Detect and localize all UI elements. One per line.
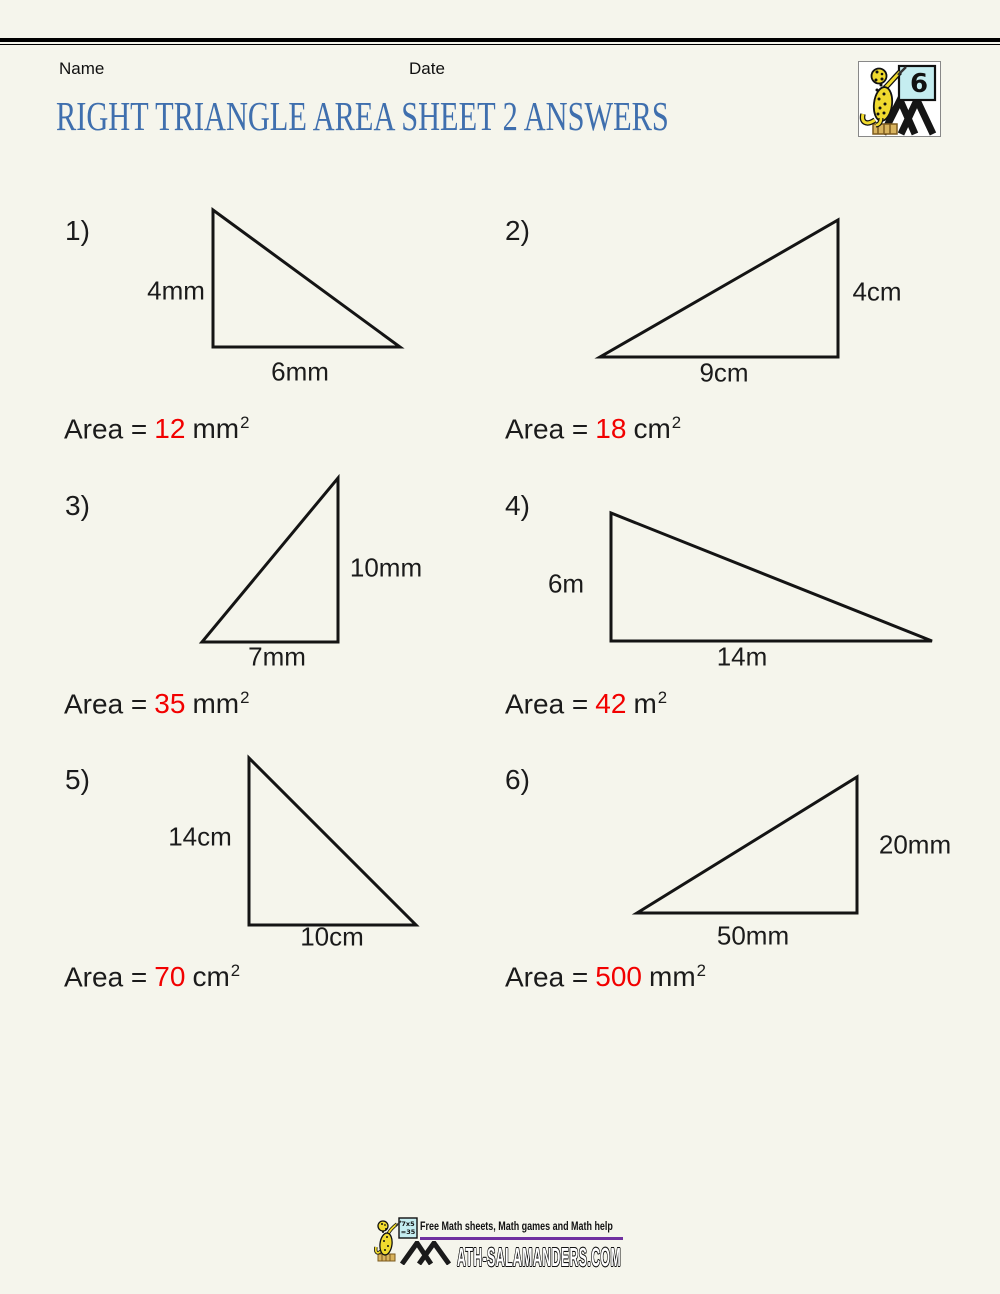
triangle-6 <box>631 774 859 915</box>
problem-4-number: 4) <box>505 490 530 521</box>
area-exponent: 2 <box>240 413 250 432</box>
area-value: 35 <box>154 688 186 720</box>
problem-3-side-label: 10mm <box>349 552 423 583</box>
triangle-4 <box>609 510 933 643</box>
footer-board-line1: 7x5 <box>401 1220 415 1228</box>
problem-1-number: 1) <box>65 215 90 246</box>
area-prefix: Area = <box>64 688 148 720</box>
problem-2-number: 2) <box>505 215 530 246</box>
area-unit: mm <box>192 413 240 445</box>
problem-4-side-label: 6m <box>547 568 585 599</box>
area-unit: cm <box>192 961 230 993</box>
problem-6-base-label: 50mm <box>716 920 790 951</box>
area-prefix: Area = <box>505 688 589 720</box>
footer-divider <box>420 1237 623 1240</box>
area-prefix: Area = <box>505 413 589 445</box>
name-label: Name <box>59 59 105 78</box>
footer-whiteboard <box>398 1217 418 1239</box>
area-unit: mm <box>649 961 696 993</box>
area-unit: mm <box>192 688 240 720</box>
whiteboard <box>897 64 937 102</box>
area-value: 500 <box>595 961 642 993</box>
area-exponent: 2 <box>657 688 668 707</box>
area-value: 18 <box>595 413 627 445</box>
triangle-3 <box>198 473 340 644</box>
footer-m-glyph-icon <box>400 1241 452 1265</box>
area-prefix: Area = <box>64 961 148 993</box>
problem-5-side-label: 14cm <box>168 821 232 852</box>
problem-5-base-label: 10cm <box>300 921 364 952</box>
problem-2-side-label: 4cm <box>852 276 902 307</box>
triangle-1 <box>211 207 405 349</box>
footer-site-name: ATH-SALAMANDERS.COM <box>457 1242 622 1272</box>
date-label: Date <box>409 59 445 78</box>
problem-2-base-label: 9cm <box>699 357 749 388</box>
salamander-badge-logo: 6 <box>858 61 941 137</box>
page-title: RIGHT TRIANGLE AREA SHEET 2 ANSWERS <box>56 93 669 139</box>
area-exponent: 2 <box>240 688 250 707</box>
area-prefix: Area = <box>505 961 589 993</box>
problem-1-base-label: 6mm <box>271 356 329 387</box>
area-value: 12 <box>154 413 186 445</box>
problem-5-number: 5) <box>65 764 90 795</box>
problem-6-side-label: 20mm <box>878 829 952 860</box>
badge-number: 6 <box>910 69 928 99</box>
salamander-icon <box>859 66 907 135</box>
area-exponent: 2 <box>671 413 682 432</box>
area-value: 70 <box>154 961 186 993</box>
problem-3-base-label: 7mm <box>248 641 306 672</box>
area-value: 42 <box>595 688 627 720</box>
problem-4-base-label: 14m <box>716 641 768 672</box>
footer-board-line2: =35 <box>401 1228 416 1236</box>
footer-salamander-icon: 7x5 =35 <box>374 1217 418 1262</box>
problem-1-side-label: 4mm <box>147 275 205 306</box>
triangle-2 <box>594 217 840 359</box>
problem-3-number: 3) <box>65 490 90 521</box>
area-unit: m <box>633 688 657 720</box>
area-unit: cm <box>633 413 671 445</box>
top-rule-thick <box>0 38 1000 42</box>
area-exponent: 2 <box>230 961 241 980</box>
problem-6-number: 6) <box>505 764 530 795</box>
triangle-5 <box>247 754 420 927</box>
top-rule-thin <box>0 44 1000 45</box>
footer-tagline: Free Math sheets, Math games and Math he… <box>420 1221 613 1233</box>
area-prefix: Area = <box>64 413 148 445</box>
area-exponent: 2 <box>696 961 706 980</box>
